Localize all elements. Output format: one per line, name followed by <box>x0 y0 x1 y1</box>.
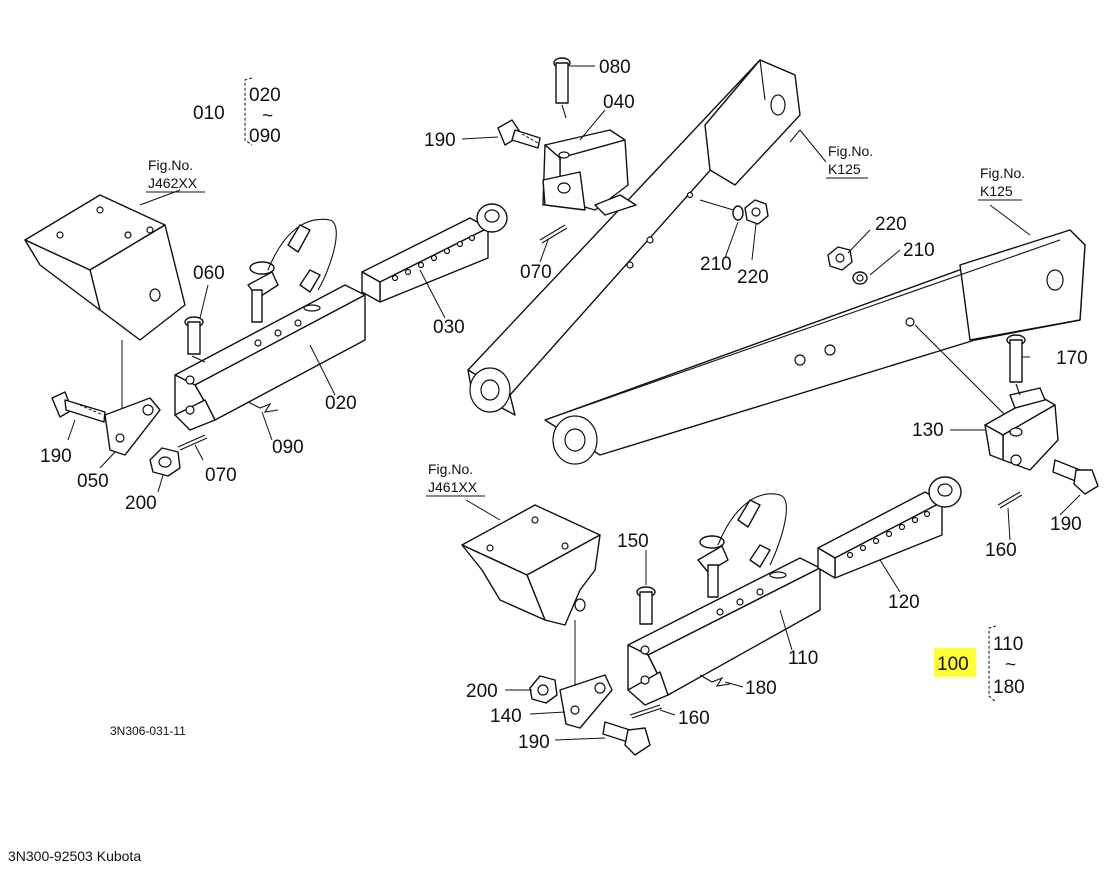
clevis-140 <box>559 674 613 729</box>
callouts: 080 040 190 070 210 220 220 210 060 030 … <box>40 57 1088 753</box>
range-parent: 010 <box>193 103 225 124</box>
range-to: 090 <box>249 126 281 147</box>
clevis-050 <box>104 397 161 456</box>
fig-ref-k125-right: Fig.No. K125 <box>978 165 1025 201</box>
leader-lines <box>67 65 1081 741</box>
callout-030: 030 <box>433 317 465 338</box>
callout-210-top: 210 <box>700 254 732 275</box>
callout-190-top: 190 <box>424 130 456 151</box>
bracket-130 <box>984 387 1059 471</box>
fig-ref-number: K125 <box>980 183 1013 199</box>
range-010: 010 020 ~ 090 <box>193 77 281 147</box>
range-from: 020 <box>249 85 281 106</box>
nut-200-left <box>149 447 181 477</box>
pin-060 <box>184 316 206 363</box>
fig-ref-number: J461XX <box>428 479 478 495</box>
nut-200-bottom <box>529 675 558 704</box>
lock-pin-right <box>697 493 787 598</box>
callout-130: 130 <box>912 420 944 441</box>
fig-ref-k125-top: Fig.No. K125 <box>799 129 873 179</box>
snap-pin-090 <box>247 401 279 413</box>
fig-ref-j461xx: Fig.No. J461XX <box>426 461 485 497</box>
range-from: 110 <box>993 634 1023 655</box>
callout-150: 150 <box>617 531 649 552</box>
callout-060: 060 <box>193 263 225 284</box>
callout-220-right: 220 <box>875 214 907 235</box>
range-parent: 100 <box>937 654 969 675</box>
callout-160-bottom: 160 <box>678 708 710 729</box>
callout-200-left: 200 <box>125 493 157 514</box>
snap-pin-180 <box>699 674 731 687</box>
bolt-190-left <box>51 391 106 423</box>
pin-080 <box>553 57 571 119</box>
highlight-box <box>934 648 976 677</box>
callout-110: 110 <box>788 648 818 669</box>
cotter-pin-160-right <box>997 491 1023 509</box>
callout-070-top: 070 <box>520 262 552 283</box>
callout-050: 050 <box>77 471 109 492</box>
bracket-040 <box>542 129 637 216</box>
stabilizer-tube-030 <box>361 203 508 303</box>
nut-220-top <box>744 199 769 225</box>
nut-220-right <box>827 246 853 271</box>
fig-ref-j462xx: Fig.No. J462XX <box>146 157 205 193</box>
washer-210-top <box>732 205 744 221</box>
callout-200-bottom: 200 <box>466 681 498 702</box>
callout-180: 180 <box>745 678 777 699</box>
callout-140: 140 <box>490 706 522 727</box>
bolt-190-top <box>497 119 541 149</box>
bolt-190-bottom <box>602 721 651 756</box>
callout-160-right: 160 <box>985 540 1017 561</box>
range-to: 180 <box>993 677 1025 698</box>
footer-caption: 3N300-92503 Kubota <box>8 848 141 864</box>
top-lower-link-arm <box>467 59 801 416</box>
stabilizer-tube-120 <box>817 476 962 579</box>
right-mount-bracket <box>461 504 601 690</box>
callout-040: 040 <box>603 92 635 113</box>
pin-170 <box>1006 334 1026 396</box>
fig-ref-title: Fig.No. <box>828 143 873 159</box>
callout-190-left: 190 <box>40 446 72 467</box>
fig-ref-number: K125 <box>828 161 861 177</box>
callout-070-left: 070 <box>205 465 237 486</box>
washer-210-right <box>852 271 868 285</box>
cotter-pin-070-top <box>539 224 568 244</box>
left-mount-bracket <box>24 194 186 420</box>
callout-220-top: 220 <box>737 267 769 288</box>
callout-170: 170 <box>1056 348 1088 369</box>
range-tilde: ~ <box>262 106 273 127</box>
fig-ref-title: Fig.No. <box>428 461 473 477</box>
fig-ref-title: Fig.No. <box>980 165 1025 181</box>
drawing-number: 3N306-031-11 <box>110 724 186 738</box>
pin-150 <box>636 586 656 625</box>
callout-210-right: 210 <box>903 240 935 261</box>
stabilizer-tube-020 <box>174 284 366 431</box>
right-lower-link-arm <box>544 229 1086 465</box>
lock-pin-left <box>247 218 337 323</box>
range-100: 100 110 ~ 180 <box>934 625 1025 703</box>
fig-ref-number: J462XX <box>148 175 198 191</box>
fig-ref-title: Fig.No. <box>148 157 193 173</box>
callout-190-right: 190 <box>1050 514 1082 535</box>
callout-080: 080 <box>599 57 631 78</box>
callout-120: 120 <box>888 592 920 613</box>
cotter-pin-070-left <box>177 434 208 451</box>
callout-190-bottom: 190 <box>518 732 550 753</box>
callout-020: 020 <box>325 393 357 414</box>
bolt-190-right <box>1052 459 1099 495</box>
stabilizer-tube-110 <box>627 557 821 706</box>
range-tilde: ~ <box>1005 655 1016 676</box>
callout-090: 090 <box>272 437 304 458</box>
cotter-pin-160-bottom <box>629 704 663 719</box>
